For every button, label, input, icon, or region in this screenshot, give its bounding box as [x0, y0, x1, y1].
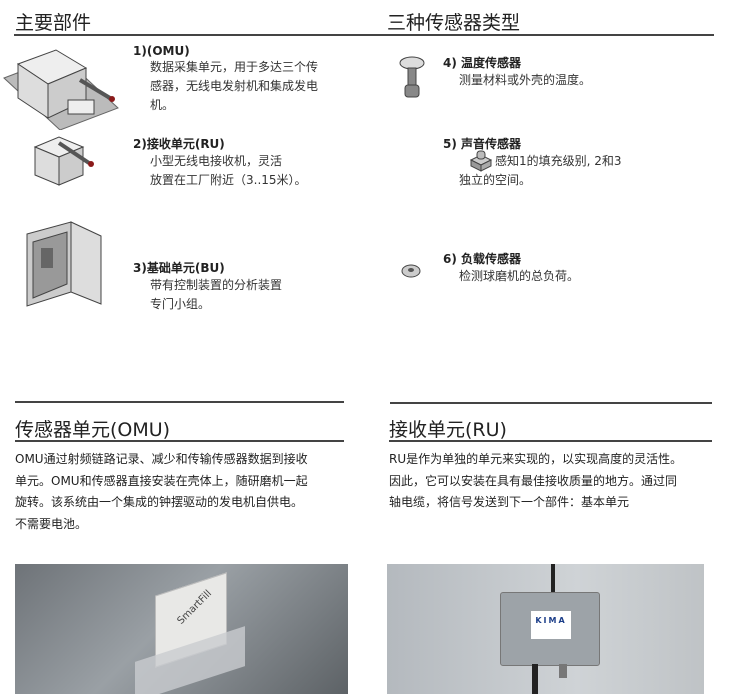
item-line: 感知1的填充级别, 2和3 — [495, 154, 622, 168]
load-sensor-icon — [401, 264, 421, 278]
ru-photo: KIMA — [387, 564, 704, 694]
paragraph-line: RU是作为单独的单元来实现的，以实现高度的灵活性。 — [389, 452, 683, 466]
item-line: 独立的空间。 — [459, 173, 532, 187]
item-title: 6) 负载传感器 — [443, 252, 522, 266]
paragraph-line: 轴电缆，将信号发送到下一个部件：基本单元 — [389, 495, 630, 509]
omu-illustration — [3, 49, 119, 130]
item-line: 检测球磨机的总负荷。 — [459, 269, 580, 283]
main-components-title: 主要部件 — [15, 12, 92, 34]
item-title: 5) 声音传感器 — [443, 137, 522, 151]
kima-logo: KIMA — [531, 611, 571, 639]
paragraph-line: OMU通过射频链路记录、减少和传输传感器数据到接收 — [15, 452, 308, 466]
omu-section-title: 传感器单元(OMU) — [15, 419, 171, 441]
ru-illustration — [33, 136, 94, 186]
item-line: 数据采集单元，用于多达三个传 — [150, 60, 319, 74]
item-title: 4) 温度传感器 — [443, 56, 522, 70]
item-title: 3)基础单元(BU) — [133, 261, 225, 275]
divider — [15, 401, 344, 403]
ru-description: RU是作为单独的单元来实现的，以实现高度的灵活性。 因此，它可以安装在具有最佳接… — [389, 449, 729, 514]
sensor-item-sound: 5) 声音传感器 感知1的填充级别, 2和3 独立的空间。 — [443, 135, 622, 190]
divider — [15, 440, 344, 442]
divider — [14, 34, 366, 36]
paragraph-line: 不需要电池。 — [15, 516, 88, 531]
sensor-item-temperature: 4) 温度传感器 测量材料或外壳的温度。 — [443, 54, 591, 90]
item-line: 专门小组。 — [150, 297, 211, 311]
bu-cabinet-illustration — [26, 221, 102, 307]
divider — [366, 34, 714, 36]
ru-section-title: 接收单元(RU) — [389, 419, 507, 441]
component-item-bu: 3)基础单元(BU) 带有控制装置的分析装置 专门小组。 — [133, 259, 282, 314]
sensor-types-title: 三种传感器类型 — [387, 12, 521, 34]
paragraph-line: 单元。OMU和传感器直接安装在壳体上，随研磨机一起 — [15, 473, 308, 488]
omu-photo: SmartFill — [15, 564, 348, 694]
item-line: 放置在工厂附近（3..15米）。 — [150, 173, 307, 187]
sensor-item-load: 6) 负载传感器 检测球磨机的总负荷。 — [443, 250, 579, 286]
omu-description: OMU通过射频链路记录、减少和传输传感器数据到接收 单元。OMU和传感器直接安装… — [15, 449, 355, 535]
item-line: 感器，无线电发射机和集成发电 — [150, 79, 319, 93]
item-title: 1)(OMU) — [133, 44, 190, 58]
component-item-omu: 1)(OMU) 数据采集单元，用于多达三个传 感器，无线电发射机和集成发电 机。 — [133, 44, 318, 115]
temperature-sensor-icon — [399, 56, 425, 98]
divider — [389, 440, 712, 442]
item-line: 机。 — [150, 98, 175, 112]
item-title: 2)接收单元(RU) — [133, 137, 225, 151]
paragraph-line: 旋转。该系统由一个集成的钟摆驱动的发电机自供电。 — [15, 495, 304, 509]
paragraph-line: 因此，它可以安装在具有最佳接收质量的地方。通过同 — [389, 473, 678, 488]
item-line: 小型无线电接收机，灵活 — [150, 154, 283, 168]
item-line: 测量材料或外壳的温度。 — [459, 73, 592, 87]
divider — [390, 402, 712, 404]
component-item-ru: 2)接收单元(RU) 小型无线电接收机，灵活 放置在工厂附近（3..15米）。 — [133, 135, 307, 190]
sound-sensor-icon — [469, 150, 493, 172]
item-line: 带有控制装置的分析装置 — [150, 278, 283, 292]
